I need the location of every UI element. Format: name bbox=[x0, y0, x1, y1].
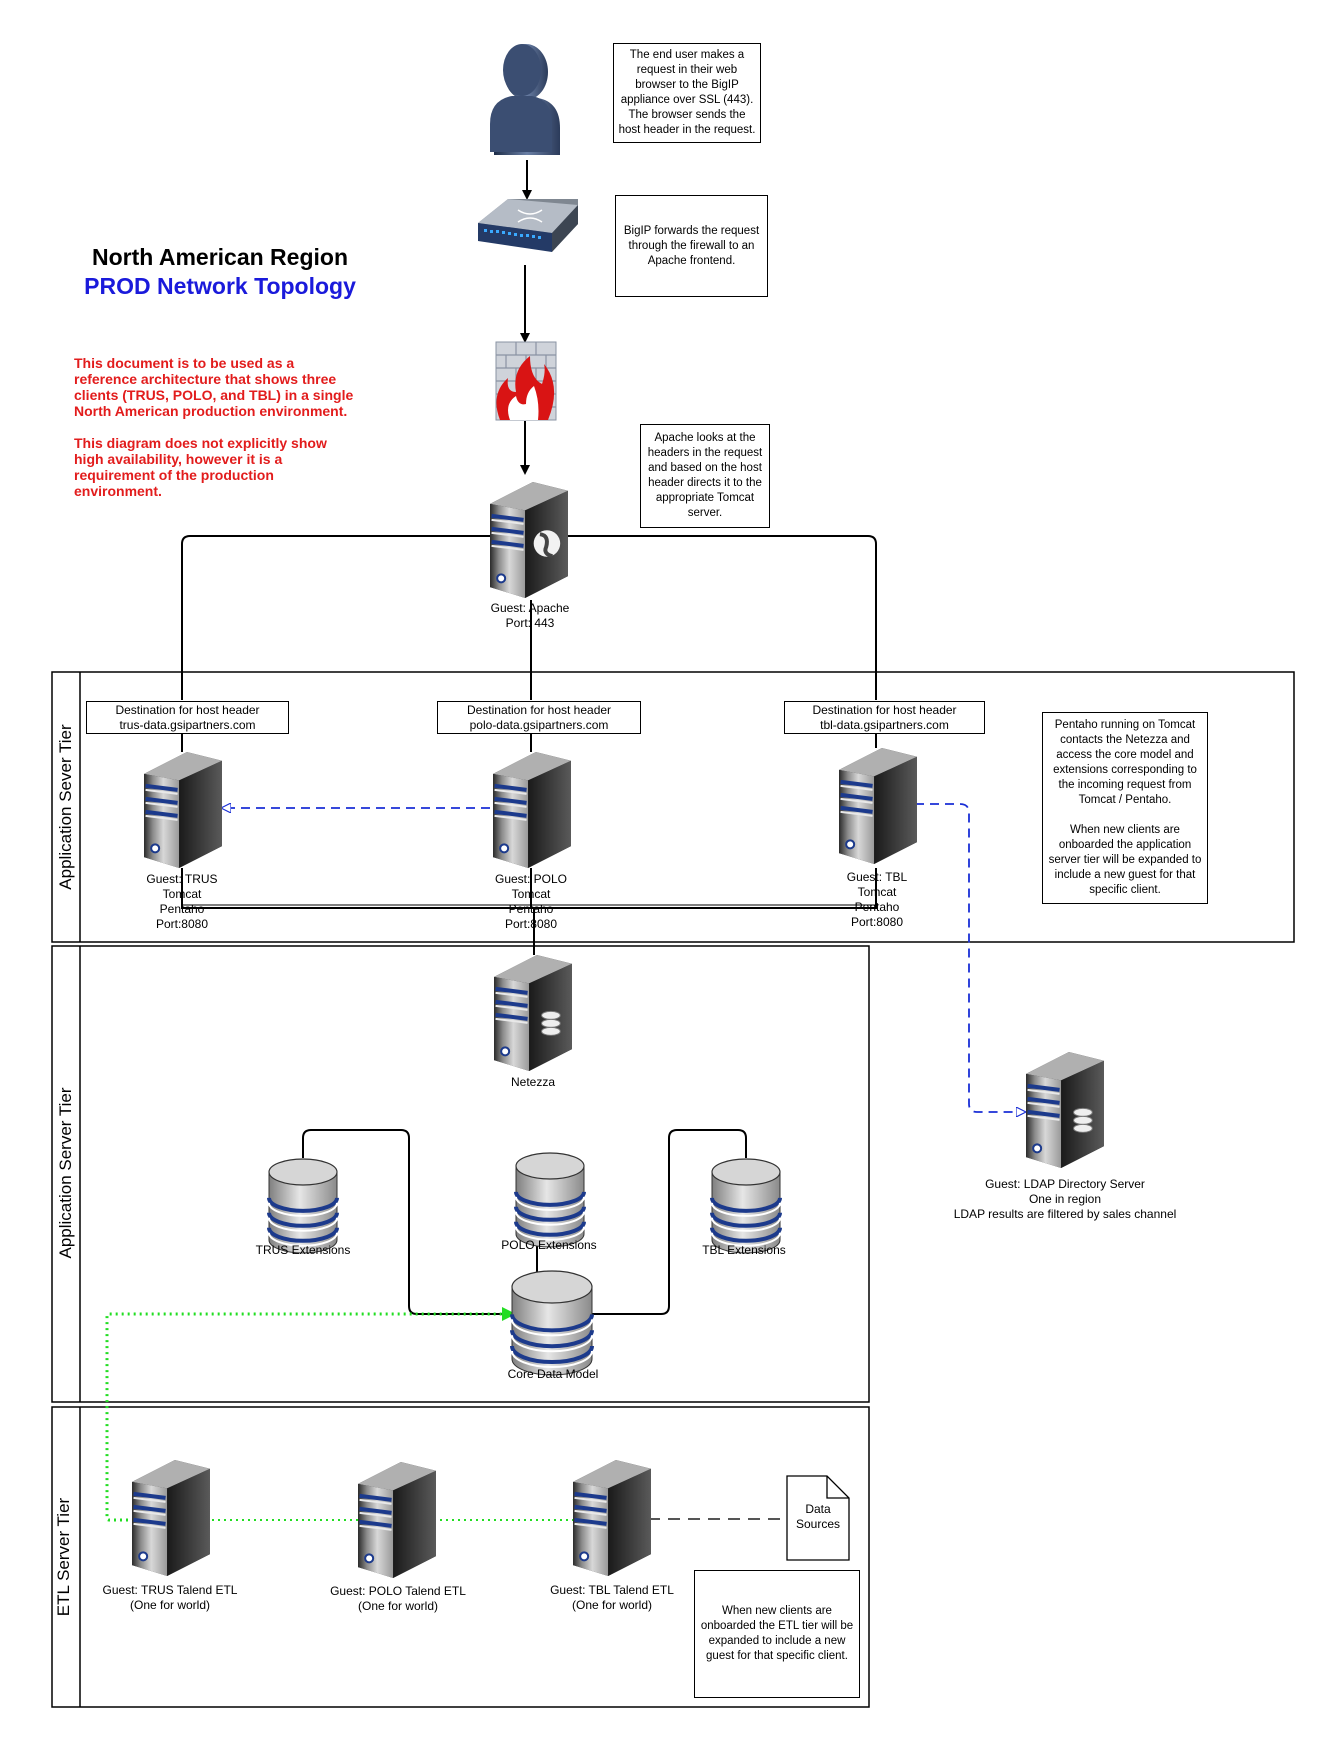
core-data-model-db bbox=[510, 1270, 594, 1376]
polo-extensions-db bbox=[514, 1152, 586, 1248]
label-ldap: Guest: LDAP Directory Server One in regi… bbox=[953, 1177, 1177, 1221]
label-trus-etl: Guest: TRUS Talend ETL (One for world) bbox=[102, 1583, 238, 1612]
note-bigip: BigIP forwards the request through the f… bbox=[615, 195, 768, 297]
label-polo-tomcat: Guest: POLO Tomcat Pentaho Port:8080 bbox=[494, 872, 568, 931]
description-para-2: This diagram does not explicitly show hi… bbox=[74, 435, 327, 499]
link-app-servers-netezza bbox=[181, 868, 877, 909]
etl-link-core bbox=[105, 1307, 516, 1522]
destination-tbl: Destination for host header tbl-data.gsi… bbox=[784, 701, 985, 734]
polo-etl-server-icon bbox=[358, 1462, 436, 1578]
note-apache: Apache looks at the headers in the reque… bbox=[640, 424, 770, 528]
note-etl: When new clients are onboarded the ETL t… bbox=[694, 1570, 860, 1698]
label-tbl-extensions: TBL Extensions bbox=[702, 1243, 786, 1257]
label-core-data-model: Core Data Model bbox=[507, 1367, 599, 1381]
label-apache: Guest: Apache Port: 443 bbox=[490, 601, 570, 630]
tier-label-app-2: Application Server Tier bbox=[56, 1087, 75, 1259]
tier-label-etl: ETL Server Tier bbox=[54, 1497, 73, 1617]
description-para-1: This document is to be used as a referen… bbox=[74, 355, 354, 419]
firewall-icon bbox=[495, 341, 557, 421]
note-end-user: The end user makes a request in their we… bbox=[613, 43, 761, 143]
link-tbl-ext-core bbox=[592, 1129, 747, 1315]
label-tbl-tomcat: Guest: TBL Tomcat Pentaho Port:8080 bbox=[846, 870, 908, 929]
tbl-tomcat-server-icon bbox=[839, 748, 917, 864]
label-netezza: Netezza bbox=[510, 1075, 556, 1089]
label-trus-tomcat: Guest: TRUS Tomcat Pentaho Port:8080 bbox=[146, 872, 218, 931]
ldap-link-east bbox=[915, 803, 1025, 1112]
data-sources-icon bbox=[786, 1475, 850, 1561]
label-tbl-etl: Guest: TBL Talend ETL (One for world) bbox=[550, 1583, 674, 1612]
diagram-subtitle: PROD Network Topology bbox=[84, 273, 356, 299]
label-trus-extensions: TRUS Extensions bbox=[255, 1243, 351, 1257]
app-tier-2-box bbox=[51, 945, 870, 1403]
tier-label-app-1: Application Sever Tier bbox=[56, 724, 75, 890]
link-trus-ext-core bbox=[302, 1129, 513, 1315]
etl-tier-box bbox=[51, 1406, 870, 1708]
note-pentaho: Pentaho running on Tomcat contacts the N… bbox=[1042, 712, 1208, 904]
destination-trus: Destination for host header trus-data.gs… bbox=[86, 701, 289, 734]
apache-server-icon bbox=[490, 482, 568, 598]
bigip-switch-icon bbox=[478, 199, 578, 252]
diagram-title: North American Region bbox=[91, 244, 348, 270]
tbl-etl-server-icon bbox=[573, 1460, 651, 1576]
trus-tomcat-server-icon bbox=[144, 752, 222, 868]
label-polo-etl: Guest: POLO Talend ETL (One for world) bbox=[330, 1584, 466, 1613]
trus-etl-server-icon bbox=[132, 1460, 210, 1576]
trus-extensions-db bbox=[267, 1158, 339, 1254]
tbl-extensions-db bbox=[710, 1158, 782, 1254]
destination-polo: Destination for host header polo-data.gs… bbox=[437, 701, 641, 734]
label-data-sources: Data Sources bbox=[795, 1502, 841, 1531]
ldap-server-icon bbox=[1026, 1052, 1104, 1168]
polo-tomcat-server-icon bbox=[493, 752, 571, 868]
end-user-icon bbox=[490, 44, 560, 155]
label-polo-extensions: POLO Extensions bbox=[501, 1238, 597, 1252]
link-apache-trus bbox=[181, 535, 490, 700]
netezza-server-icon bbox=[494, 955, 572, 1071]
link-apache-tbl bbox=[565, 535, 877, 700]
app-tier-1-box bbox=[51, 671, 1295, 943]
